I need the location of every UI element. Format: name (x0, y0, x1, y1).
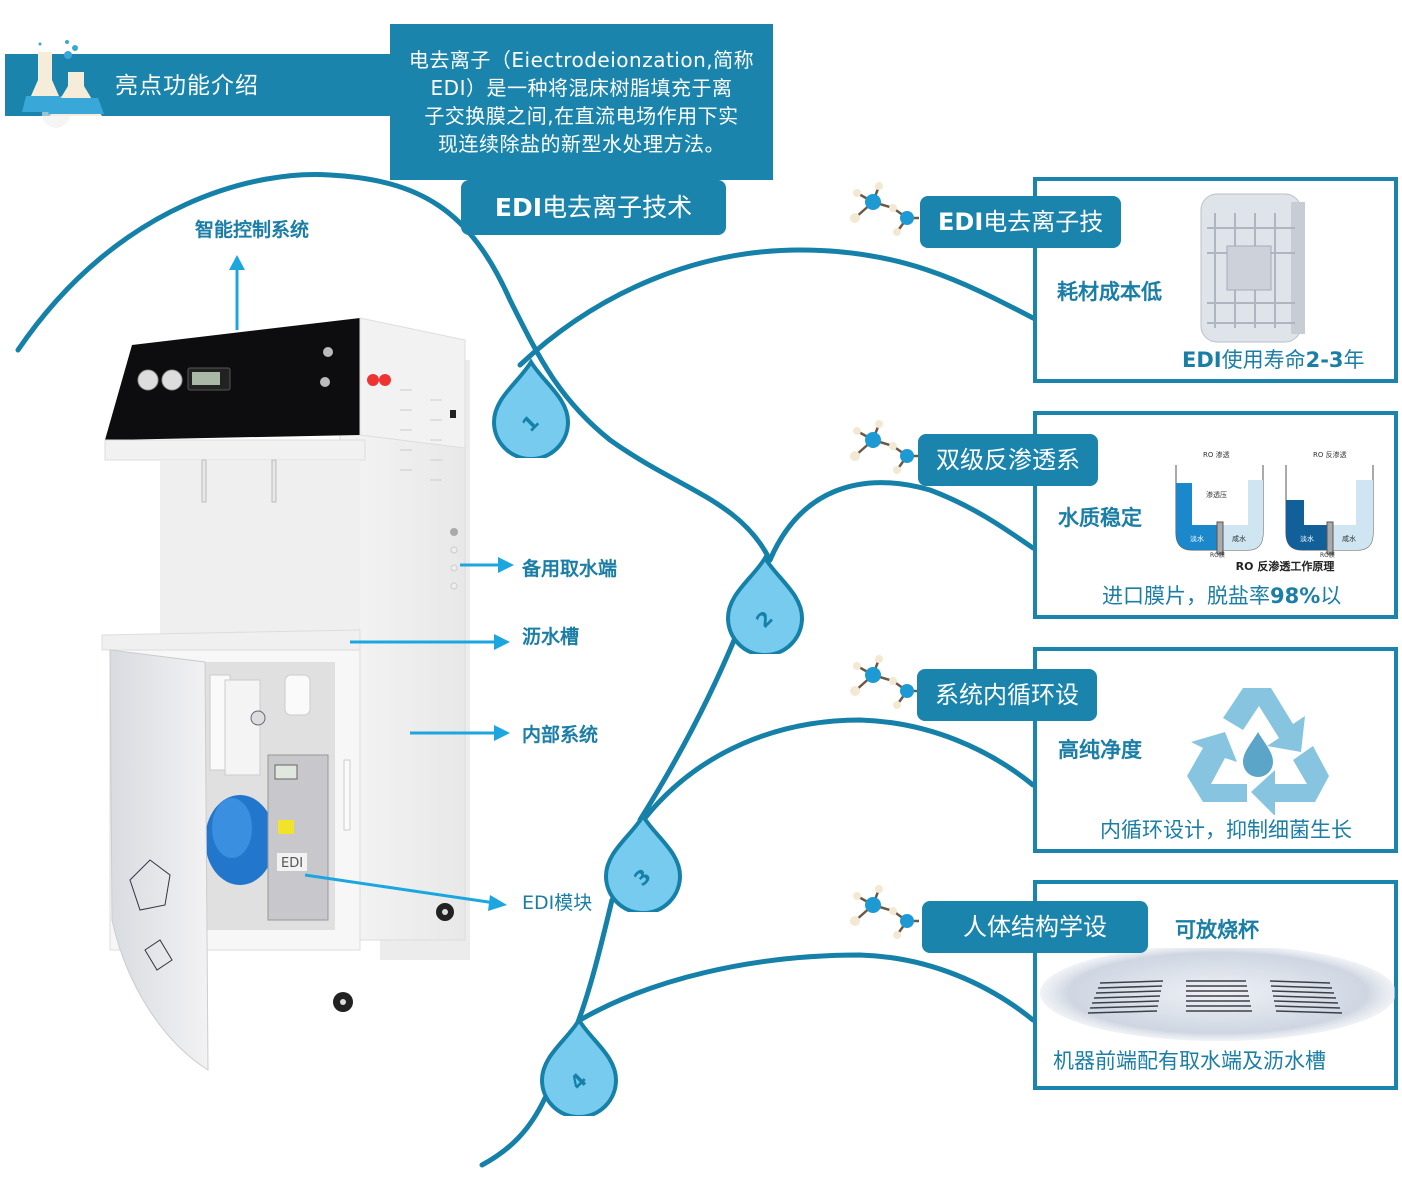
ro-fresh-label: 淡水 (1190, 534, 1204, 543)
feature-tag-ergonomic: 人体结构学设 (922, 901, 1148, 953)
feature-tag-recycle: 系统内循环设 (917, 669, 1097, 721)
arrow-right-icon (494, 634, 510, 650)
branch-4 (577, 952, 1036, 1023)
footer-text: 以 (1320, 584, 1342, 608)
molecule-icon (850, 182, 919, 236)
molecule-icon (850, 885, 919, 939)
arrow-right-icon (498, 557, 514, 573)
ro-fresh-label: 淡水 (1300, 534, 1314, 543)
drop-marker-4: 4 (539, 1016, 619, 1116)
page-title: 亮点功能介绍 (115, 73, 259, 99)
edi-module-image (1200, 193, 1305, 343)
edi-description: 电去离子（Eiectrodeionzation,简称 EDI）是一种将混床树脂填… (390, 24, 773, 180)
footer-text: 使用寿命 (1221, 348, 1306, 372)
description-line: 现连续除盐的新型水处理方法。 (438, 132, 725, 156)
edi-plate-text: EDI (281, 856, 303, 871)
tag-text: 电去离子技术 (542, 193, 693, 222)
edi-technology-tag: EDI电去离子技术 (461, 180, 726, 235)
ro-membrane-label: RO膜 (1210, 551, 1225, 559)
arrow-up-icon (229, 255, 245, 270)
feature-subtitle: 可放烧杯 (1175, 918, 1259, 942)
drop-marker-1: 1 (491, 358, 571, 458)
label-backup-outlet: 备用取水端 (522, 558, 618, 580)
feature-tag-edi: EDI电去离子技 (920, 196, 1122, 248)
curve-tail (479, 1095, 548, 1168)
label-edi-module: EDI模块 (522, 892, 593, 914)
description-line: EDI）是一种将混床树脂填充于离 (430, 76, 733, 100)
ro-salt-label: 咸水 (1232, 534, 1246, 543)
main-curve (15, 172, 773, 563)
ro-left-title: RO 渗透 (1203, 450, 1230, 459)
drop-marker-3: 3 (603, 812, 683, 912)
arrow-right-icon (494, 725, 510, 741)
feature-footer: EDI使用寿命2-3年 (1182, 344, 1365, 374)
molecule-icon (850, 655, 919, 709)
branch-3 (642, 717, 1036, 821)
lifespan-value: 2-3 (1305, 348, 1344, 372)
drop-marker-2: 2 (725, 554, 805, 654)
branch-1 (517, 247, 1036, 368)
feature-subtitle: 高纯净度 (1058, 738, 1142, 762)
curve-3-4 (575, 897, 615, 1025)
feature-footer: 内循环设计，抑制细菌生长 (1100, 818, 1352, 842)
feature-tag-ro: 双级反渗透系 (918, 434, 1098, 486)
arrow-right-icon (488, 895, 507, 911)
branch-2 (767, 480, 1036, 563)
edi-bold-text: EDI (1182, 348, 1222, 372)
description-line: 子交换膜之间,在直流电场作用下实 (424, 104, 739, 128)
feature-footer: 进口膜片，脱盐率98%以 (1102, 580, 1341, 610)
feature-subtitle: 水质稳定 (1058, 506, 1142, 530)
recycle-icon (1187, 688, 1329, 815)
ro-membrane-label: RO膜 (1320, 551, 1335, 559)
ro-salt-label: 咸水 (1342, 534, 1356, 543)
footer-text: 进口膜片，脱盐率 (1102, 584, 1270, 608)
desalination-rate: 98% (1270, 584, 1321, 608)
ro-pressure-label: 渗透压 (1206, 490, 1227, 499)
ro-caption: RO 反渗透工作原理 (1235, 560, 1335, 573)
feature-footer: 机器前端配有取水端及沥水槽 (1053, 1049, 1326, 1073)
water-purifier-machine: EDI (101, 317, 470, 1071)
flask-icon (20, 30, 120, 130)
edi-bold-text: EDI (494, 193, 543, 222)
ro-diagram: RO 渗透 RO 反渗透 渗透压 淡水 咸水 淡水 咸水 RO膜 RO膜 (1175, 450, 1374, 559)
molecule-icon (850, 420, 919, 474)
feature-subtitle: 耗材成本低 (1057, 280, 1162, 304)
annotation-arrows (229, 255, 514, 911)
footer-text: 年 (1343, 348, 1365, 372)
description-line: 电去离子（Eiectrodeionzation,简称 (408, 48, 755, 72)
drain-grate-image (1040, 948, 1395, 1041)
tag-text: 电去离子技 (983, 208, 1104, 236)
label-drain-tank: 沥水槽 (522, 626, 580, 648)
ro-right-title: RO 反渗透 (1313, 450, 1347, 459)
label-control-system: 智能控制系统 (195, 219, 310, 241)
label-internal-system: 内部系统 (522, 724, 599, 746)
edi-bold-text: EDI (938, 208, 984, 236)
